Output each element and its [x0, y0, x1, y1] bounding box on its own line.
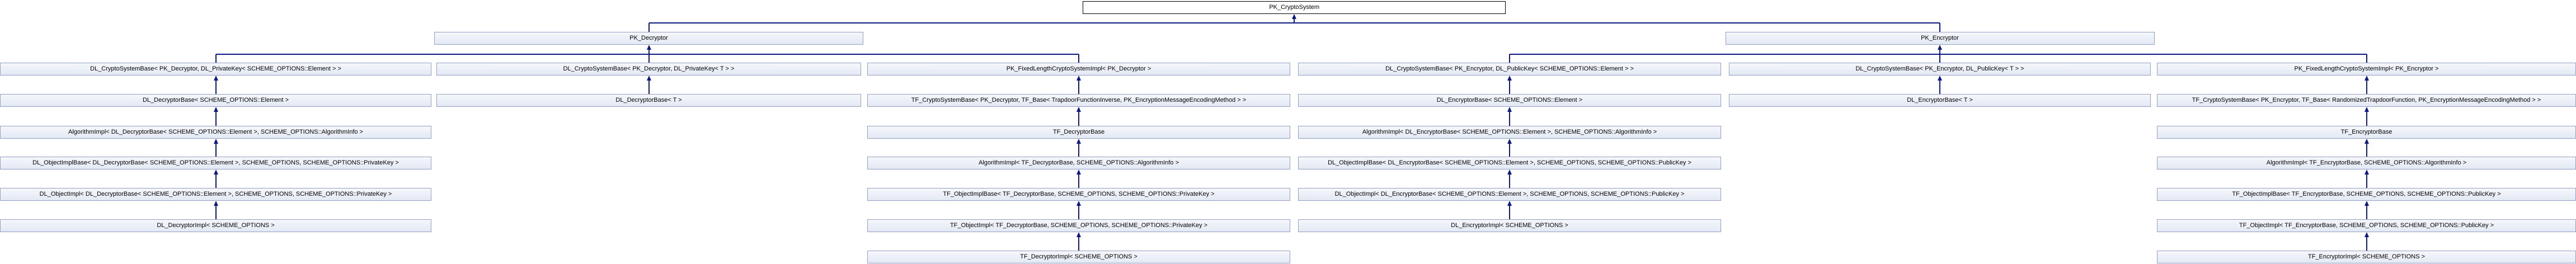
- inheritance-stub-dl_cryptosystembase_dec_t: [648, 54, 650, 63]
- inheritance-stub-dl_cryptosystembase_dec_element: [215, 54, 217, 63]
- inheritance-edge-dl_objectimplbase_dec-line: [215, 143, 217, 157]
- inheritance-edge-dl_decryptorbase_element-arrowhead: [213, 76, 218, 81]
- inheritance-edge-pk_encryptor-line: [1939, 49, 1940, 55]
- inheritance-bus-pk_encryptor: [1510, 54, 2367, 55]
- class-node-tf-decryptorimpl[interactable]: TF_DecryptorImpl< SCHEME_OPTIONS >: [867, 251, 1290, 263]
- inheritance-edge-tf_encryptorbase-arrowhead: [2364, 107, 2369, 112]
- inheritance-edge-pk_cryptosystem-arrowhead: [1292, 14, 1297, 19]
- inheritance-stub-dl_cryptosystembase_enc_element: [1509, 54, 1510, 63]
- class-node-pk-fixedlength-dec[interactable]: PK_FixedLengthCryptoSystemImpl< PK_Decry…: [867, 63, 1290, 76]
- class-node-tf-encryptorimpl[interactable]: TF_EncryptorImpl< SCHEME_OPTIONS >: [2157, 251, 2576, 263]
- inheritance-edge-tf_objectimplbase_enc-arrowhead: [2364, 169, 2369, 175]
- class-node-tf-objectimplbase-enc[interactable]: TF_ObjectImplBase< TF_EncryptorBase, SCH…: [2157, 188, 2576, 201]
- inheritance-edge-tf_cryptosystembase_dec-arrowhead: [1077, 76, 1081, 81]
- inheritance-edge-dl_encryptorbase_element-line: [1509, 79, 1510, 94]
- inheritance-edge-algimpl_dl_encryptorbase-arrowhead: [1507, 107, 1512, 112]
- inheritance-bus-pk_cryptosystem: [648, 22, 1940, 23]
- class-node-pk-encryptor[interactable]: PK_Encryptor: [1725, 32, 2155, 45]
- inheritance-edge-tf_cryptosystembase_enc-line: [2366, 79, 2367, 94]
- class-node-algimpl-tf-encryptorbase[interactable]: AlgorithmImpl< TF_EncryptorBase, SCHEME_…: [2157, 157, 2576, 169]
- inheritance-edge-dl_decryptorimpl-arrowhead: [213, 201, 218, 206]
- class-node-pk-cryptosystem: PK_CryptoSystem: [1083, 1, 1506, 14]
- inheritance-edge-tf_encryptorimpl-arrowhead: [2364, 232, 2369, 237]
- inheritance-stub-dl_cryptosystembase_enc_t: [1939, 54, 1940, 63]
- class-node-tf-decryptorbase[interactable]: TF_DecryptorBase: [867, 126, 1290, 139]
- inheritance-edge-tf_objectimpl_dec-line: [1078, 205, 1079, 219]
- class-node-pk-fixedlength-enc[interactable]: PK_FixedLengthCryptoSystemImpl< PK_Encry…: [2157, 63, 2576, 76]
- inheritance-edge-tf_decryptorbase-arrowhead: [1077, 107, 1081, 112]
- class-node-algimpl-tf-decryptorbase[interactable]: AlgorithmImpl< TF_DecryptorBase, SCHEME_…: [867, 157, 1290, 169]
- inheritance-edge-algimpl_tf_decryptorbase-arrowhead: [1077, 139, 1081, 144]
- class-node-pk-decryptor[interactable]: PK_Decryptor: [434, 32, 863, 45]
- class-node-dl-cryptosystembase-dec-t[interactable]: DL_CryptoSystemBase< PK_Decryptor, DL_Pr…: [436, 63, 861, 76]
- inheritance-edge-algimpl_tf_decryptorbase-line: [1078, 143, 1079, 157]
- inheritance-edge-algimpl_dl_decryptorbase-line: [215, 111, 217, 126]
- inheritance-edge-algimpl_tf_encryptorbase-arrowhead: [2364, 139, 2369, 144]
- inheritance-stub-pk_decryptor: [648, 23, 650, 32]
- class-node-dl-cryptosystembase-enc-element[interactable]: DL_CryptoSystemBase< PK_Encryptor, DL_Pu…: [1298, 63, 1721, 76]
- inheritance-edge-tf_cryptosystembase_enc-arrowhead: [2364, 76, 2369, 81]
- class-node-dl-decryptorimpl[interactable]: DL_DecryptorImpl< SCHEME_OPTIONS >: [0, 219, 431, 232]
- class-node-dl-objectimplbase-dec[interactable]: DL_ObjectImplBase< DL_DecryptorBase< SCH…: [0, 157, 431, 169]
- inheritance-bus-pk_decryptor: [215, 54, 1079, 55]
- class-node-tf-cryptosystembase-dec[interactable]: TF_CryptoSystemBase< PK_Decryptor, TF_Ba…: [867, 94, 1290, 107]
- inheritance-edge-dl_encryptorimpl-line: [1509, 205, 1510, 219]
- class-node-algimpl-dl-decryptorbase[interactable]: AlgorithmImpl< DL_DecryptorBase< SCHEME_…: [0, 126, 431, 139]
- class-node-tf-cryptosystembase-enc[interactable]: TF_CryptoSystemBase< PK_Encryptor, TF_Ba…: [2157, 94, 2576, 107]
- inheritance-edge-dl_objectimplbase_enc-arrowhead: [1507, 139, 1512, 144]
- inheritance-edge-dl_encryptorbase_element-arrowhead: [1507, 76, 1512, 81]
- inheritance-edge-tf_decryptorimpl-line: [1078, 236, 1079, 251]
- class-node-dl-encryptorbase-t[interactable]: DL_EncryptorBase< T >: [1729, 94, 2151, 107]
- class-node-algimpl-dl-encryptorbase[interactable]: AlgorithmImpl< DL_EncryptorBase< SCHEME_…: [1298, 126, 1721, 139]
- inheritance-edge-dl_encryptorimpl-arrowhead: [1507, 201, 1512, 206]
- inheritance-edge-pk_cryptosystem-line: [1294, 18, 1295, 23]
- inheritance-edge-tf_decryptorbase-line: [1078, 111, 1079, 126]
- inheritance-edge-tf_decryptorimpl-arrowhead: [1077, 232, 1081, 237]
- inheritance-edge-tf_objectimpl_enc-line: [2366, 205, 2367, 219]
- inheritance-edge-pk_decryptor-arrowhead: [646, 45, 651, 50]
- class-node-tf-objectimpl-enc[interactable]: TF_ObjectImpl< TF_EncryptorBase, SCHEME_…: [2157, 219, 2576, 232]
- class-node-dl-objectimpl-dec[interactable]: DL_ObjectImpl< DL_DecryptorBase< SCHEME_…: [0, 188, 431, 201]
- inheritance-edge-dl_objectimpl_enc-arrowhead: [1507, 169, 1512, 175]
- inheritance-edge-tf_encryptorbase-line: [2366, 111, 2367, 126]
- class-node-tf-objectimpl-dec[interactable]: TF_ObjectImpl< TF_DecryptorBase, SCHEME_…: [867, 219, 1290, 232]
- inheritance-edge-tf_objectimplbase_dec-line: [1078, 173, 1079, 188]
- inheritance-stub-pk_fixedlength_dec: [1078, 54, 1079, 63]
- inheritance-edge-pk_decryptor-line: [648, 49, 650, 55]
- class-node-dl-encryptorimpl[interactable]: DL_EncryptorImpl< SCHEME_OPTIONS >: [1298, 219, 1721, 232]
- inheritance-edge-tf_cryptosystembase_dec-line: [1078, 79, 1079, 94]
- inheritance-edge-dl_objectimpl_dec-line: [215, 173, 217, 188]
- inheritance-edge-algimpl_dl_decryptorbase-arrowhead: [213, 107, 218, 112]
- inheritance-edge-tf_encryptorimpl-line: [2366, 236, 2367, 251]
- class-node-dl-objectimpl-enc[interactable]: DL_ObjectImpl< DL_EncryptorBase< SCHEME_…: [1298, 188, 1721, 201]
- inheritance-edge-algimpl_dl_encryptorbase-line: [1509, 111, 1510, 126]
- inheritance-edge-dl_decryptorbase_t-line: [648, 79, 650, 94]
- inheritance-edge-dl_decryptorbase_t-arrowhead: [646, 76, 651, 81]
- class-node-dl-objectimplbase-enc[interactable]: DL_ObjectImplBase< DL_EncryptorBase< SCH…: [1298, 157, 1721, 169]
- inheritance-edge-tf_objectimplbase_dec-arrowhead: [1077, 169, 1081, 175]
- class-node-dl-decryptorbase-element[interactable]: DL_DecryptorBase< SCHEME_OPTIONS::Elemen…: [0, 94, 431, 107]
- class-node-tf-encryptorbase[interactable]: TF_EncryptorBase: [2157, 126, 2576, 139]
- inheritance-edge-dl_objectimpl_dec-arrowhead: [213, 169, 218, 175]
- inheritance-stub-pk_encryptor: [1939, 23, 1940, 32]
- inheritance-edge-tf_objectimpl_enc-arrowhead: [2364, 201, 2369, 206]
- inheritance-edge-dl_objectimplbase_dec-arrowhead: [213, 139, 218, 144]
- inheritance-edge-algimpl_tf_encryptorbase-line: [2366, 143, 2367, 157]
- class-node-dl-decryptorbase-t[interactable]: DL_DecryptorBase< T >: [436, 94, 861, 107]
- inheritance-edge-tf_objectimplbase_enc-line: [2366, 173, 2367, 188]
- inheritance-edge-dl_decryptorimpl-line: [215, 205, 217, 219]
- inheritance-edge-dl_decryptorbase_element-line: [215, 79, 217, 94]
- inheritance-edge-dl_encryptorbase_t-line: [1939, 79, 1940, 94]
- class-node-dl-cryptosystembase-dec-element[interactable]: DL_CryptoSystemBase< PK_Decryptor, DL_Pr…: [0, 63, 431, 76]
- inheritance-edge-dl_objectimplbase_enc-line: [1509, 143, 1510, 157]
- class-node-dl-encryptorbase-element[interactable]: DL_EncryptorBase< SCHEME_OPTIONS::Elemen…: [1298, 94, 1721, 107]
- inheritance-edge-dl_objectimpl_enc-line: [1509, 173, 1510, 188]
- inheritance-edge-dl_encryptorbase_t-arrowhead: [1938, 76, 1942, 81]
- inheritance-edge-pk_encryptor-arrowhead: [1938, 45, 1942, 50]
- inheritance-edge-tf_objectimpl_dec-arrowhead: [1077, 201, 1081, 206]
- class-node-tf-objectimplbase-dec[interactable]: TF_ObjectImplBase< TF_DecryptorBase, SCH…: [867, 188, 1290, 201]
- inheritance-stub-pk_fixedlength_enc: [2366, 54, 2367, 63]
- class-node-dl-cryptosystembase-enc-t[interactable]: DL_CryptoSystemBase< PK_Encryptor, DL_Pu…: [1729, 63, 2151, 76]
